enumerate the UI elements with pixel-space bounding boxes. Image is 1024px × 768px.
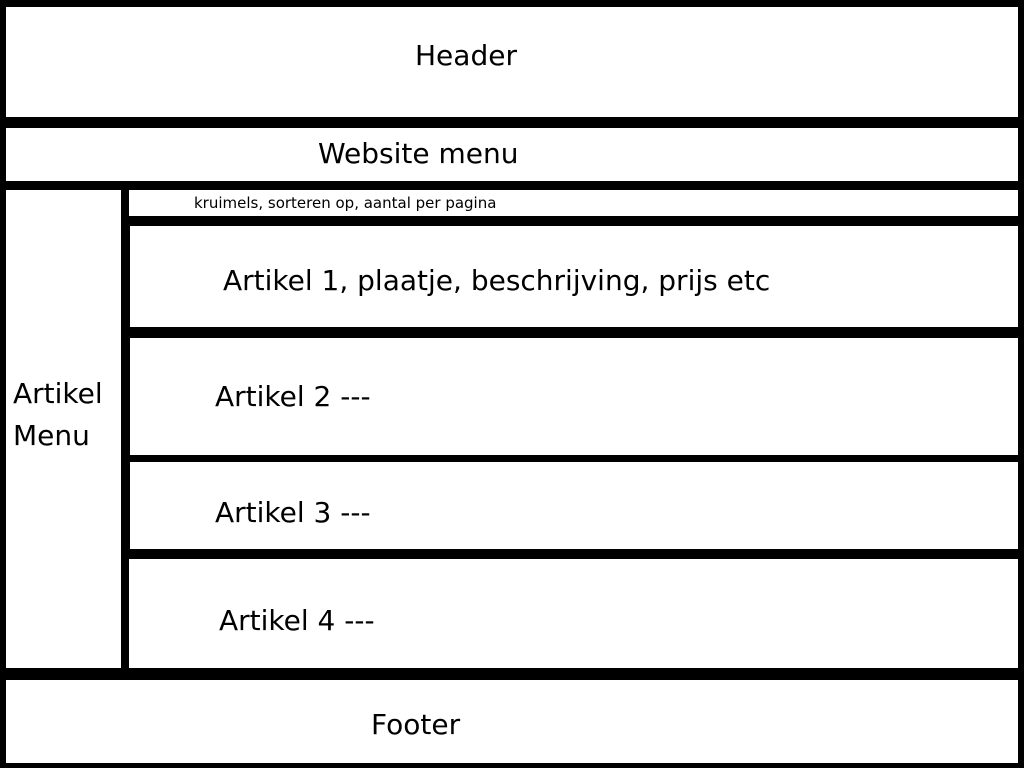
article-1-label: Artikel 1, plaatje, beschrijving, prijs … (223, 264, 771, 297)
article-2-label: Artikel 2 --- (215, 380, 371, 413)
website-menu-region (6, 128, 1018, 181)
article-3-label: Artikel 3 --- (215, 496, 371, 529)
header-label: Header (415, 39, 517, 72)
footer-region (6, 680, 1018, 763)
header-region (6, 7, 1018, 117)
article-2-region (130, 338, 1018, 455)
breadcrumbs-region (129, 190, 1018, 216)
footer-label: Footer (371, 708, 461, 741)
article-4-label: Artikel 4 --- (219, 604, 375, 637)
website-menu-label: Website menu (318, 137, 519, 170)
breadcrumbs-label: kruimels, sorteren op, aantal per pagina (194, 194, 497, 212)
article-1-region (130, 226, 1018, 327)
artikel-menu-label: Artikel Menu (13, 377, 103, 452)
article-4-region (129, 559, 1018, 668)
article-3-region (130, 462, 1018, 549)
artikel-menu-region (6, 190, 121, 668)
